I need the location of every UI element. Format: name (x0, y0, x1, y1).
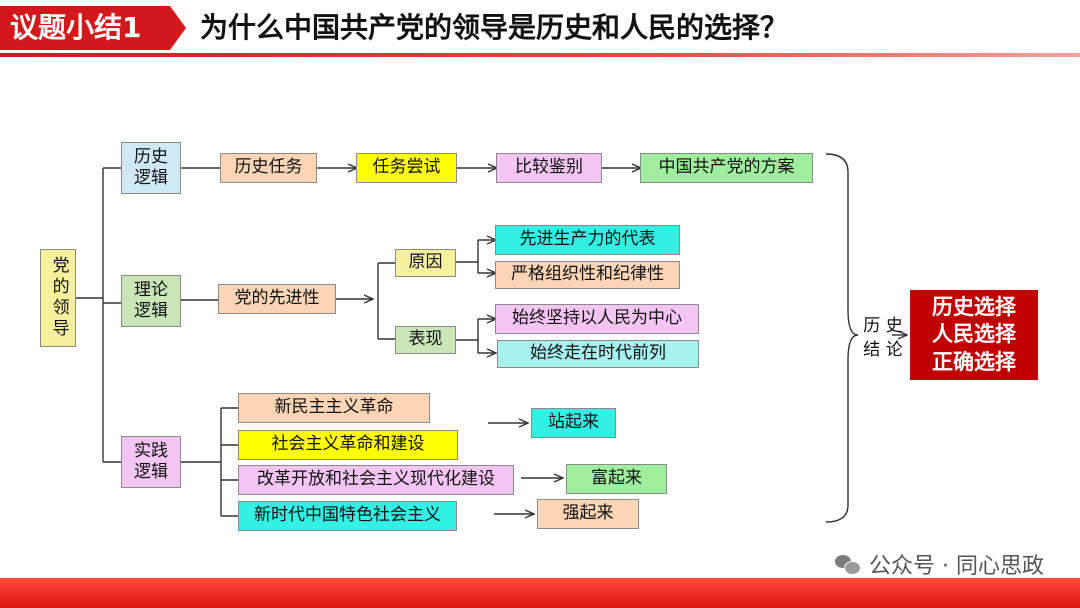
branch-history: 历史逻辑 (121, 142, 181, 194)
topic-tag: 议题小结1 (0, 6, 186, 50)
branch-practice: 实践逻辑 (121, 436, 181, 488)
reason-item-2: 严格组织性和纪律性 (495, 261, 680, 289)
practice-item-4: 新时代中国特色社会主义 (238, 501, 457, 531)
branch-practice-label: 实践逻辑 (134, 440, 168, 482)
conclusion-label: 历 史 结 论 (858, 315, 908, 363)
outcome-rich: 富起来 (566, 464, 667, 494)
watermark-text: 公众号 · 同心思政 (869, 554, 1044, 579)
result-line-2: 人民选择 (932, 322, 1016, 347)
outcome-stand-up: 站起来 (531, 408, 616, 438)
wechat-icon (835, 553, 862, 575)
root-node: 党的领导 (40, 249, 76, 347)
page-title: 为什么中国共产党的领导是历史和人民的选择？ (200, 11, 789, 44)
footer-bar (0, 578, 1080, 608)
theory-split-branches (378, 262, 395, 340)
practice-item-1: 新民主主义革命 (238, 393, 430, 423)
conclusion-line-2: 结 论 (863, 339, 903, 360)
root-label: 党的领导 (48, 256, 69, 340)
header: 议题小结1 为什么中国共产党的领导是历史和人民的选择？ (0, 0, 1080, 58)
branch-theory-label: 理论逻辑 (134, 279, 168, 321)
branch-history-label: 历史逻辑 (134, 146, 168, 188)
manifest-item-2: 始终走在时代前列 (497, 340, 699, 368)
branch-connectors (103, 167, 121, 463)
result-line-3: 正确选择 (932, 349, 1016, 374)
reason-item-1: 先进生产力的代表 (495, 225, 680, 255)
theory-reason: 原因 (395, 249, 456, 277)
history-attempt: 任务尝试 (356, 153, 457, 183)
history-compare: 比较鉴别 (496, 153, 602, 183)
history-cpc-plan: 中国共产党的方案 (640, 153, 813, 183)
conclusion-line-1: 历 史 (863, 316, 903, 336)
practice-branches (221, 407, 238, 517)
practice-item-2: 社会主义革命和建设 (238, 430, 458, 460)
result-line-1: 历史选择 (932, 295, 1016, 320)
theory-advanced-nature: 党的先进性 (218, 284, 336, 314)
outcome-strong: 强起来 (537, 499, 639, 529)
watermark: 公众号 · 同心思政 (835, 548, 1044, 580)
practice-item-3: 改革开放和社会主义现代化建设 (238, 465, 514, 495)
conclusion-bracket (825, 153, 859, 523)
branch-theory: 理论逻辑 (121, 275, 181, 327)
header-divider (0, 53, 1080, 57)
result-box: 历史选择 人民选择 正确选择 (910, 290, 1038, 380)
theory-manifest: 表现 (395, 326, 456, 354)
history-task: 历史任务 (220, 153, 317, 183)
manifest-item-1: 始终坚持以人民为中心 (495, 304, 699, 334)
